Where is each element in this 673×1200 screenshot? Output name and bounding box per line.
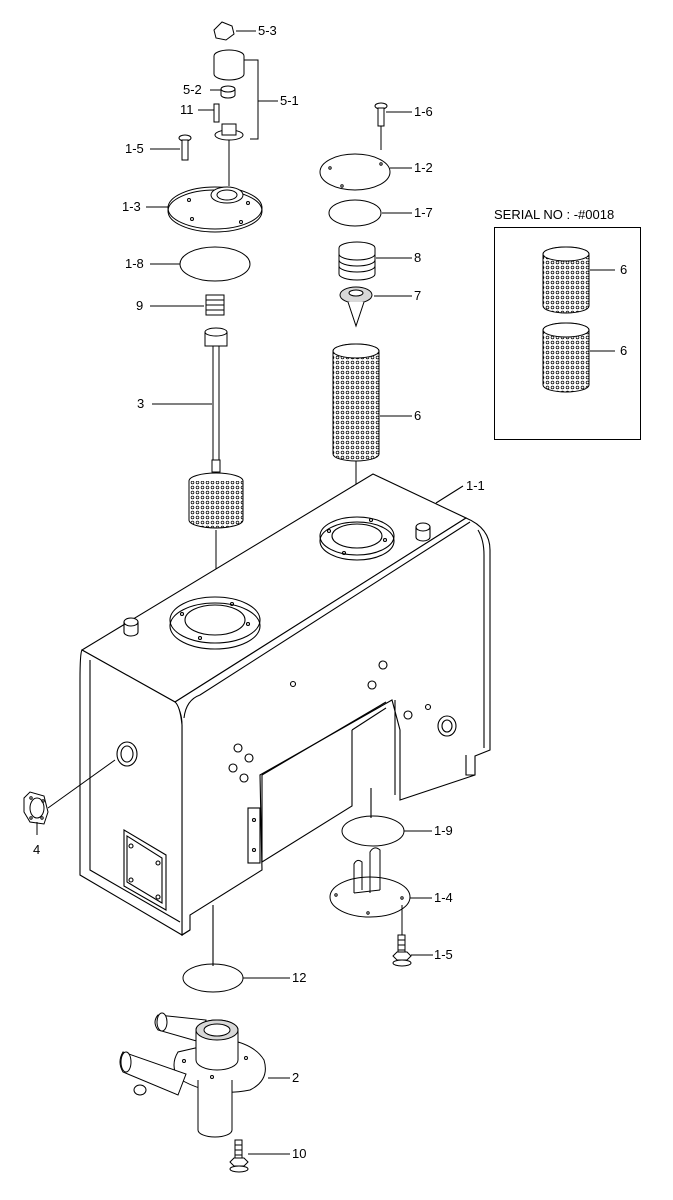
- callout-11: 11: [180, 102, 194, 117]
- part-filter-6: [332, 343, 412, 530]
- part-bolt-1-5-lower: [392, 934, 433, 967]
- part-spring-8: [338, 241, 412, 281]
- callout-1-2: 1-2: [414, 160, 433, 175]
- part-spring-9: [150, 294, 225, 316]
- part-adapter: [214, 123, 244, 186]
- callout-5-2: 5-2: [183, 82, 202, 97]
- callout-3: 3: [137, 396, 145, 411]
- callout-1-9: 1-9: [434, 823, 453, 838]
- callout-1-1: 1-1: [466, 478, 485, 493]
- part-valve-7: [339, 286, 412, 328]
- serial-number-label: SERIAL NO : -#0018: [494, 207, 615, 222]
- callout-12: 12: [292, 970, 307, 985]
- part-cap-5-3: [213, 21, 256, 41]
- part-cover-1-3: [146, 186, 263, 233]
- part-plug-4: [23, 759, 116, 835]
- callout-1-5-upper: 1-5: [125, 141, 144, 156]
- callout-9: 9: [136, 298, 144, 313]
- callout-7: 7: [414, 288, 422, 303]
- part-strainer-3: [152, 327, 244, 620]
- part-gasket-1-7: [328, 199, 412, 227]
- callout-2: 2: [292, 1070, 300, 1085]
- callout-8: 8: [414, 250, 422, 265]
- callout-10: 10: [292, 1146, 307, 1161]
- serial-inset-box: [494, 227, 641, 440]
- callout-1-8: 1-8: [125, 256, 144, 271]
- part-tank-1-1: [79, 473, 491, 966]
- callout-5-3: 5-3: [258, 23, 277, 38]
- callout-6-main: 6: [414, 408, 422, 423]
- part-cover-1-2: [319, 153, 412, 191]
- part-cover-1-4: [329, 847, 432, 935]
- part-gasket-12: [182, 963, 290, 993]
- part-5-2: [210, 85, 236, 99]
- callout-1-5-lower: 1-5: [434, 947, 453, 962]
- callout-1-4: 1-4: [434, 890, 453, 905]
- part-pin-11: [198, 103, 220, 123]
- callout-6-inset-upper: 6: [620, 262, 628, 277]
- callout-1-6: 1-6: [414, 104, 433, 119]
- inset-filter-upper: [542, 246, 615, 314]
- callout-6-inset-lower: 6: [620, 343, 628, 358]
- part-bolt-10: [229, 1139, 290, 1173]
- inset-filter-lower: [542, 322, 615, 393]
- callout-1-3: 1-3: [122, 199, 141, 214]
- part-gasket-1-9: [341, 815, 432, 847]
- part-pump-2: [119, 1012, 290, 1138]
- callout-5-1: 5-1: [280, 93, 299, 108]
- part-bolt-1-6: [374, 102, 412, 150]
- part-bolt-1-5: [150, 134, 192, 161]
- part-breather-5-1: [213, 49, 278, 140]
- callout-1-7: 1-7: [414, 205, 433, 220]
- part-gasket-1-8: [150, 246, 251, 282]
- callout-4: 4: [33, 842, 41, 857]
